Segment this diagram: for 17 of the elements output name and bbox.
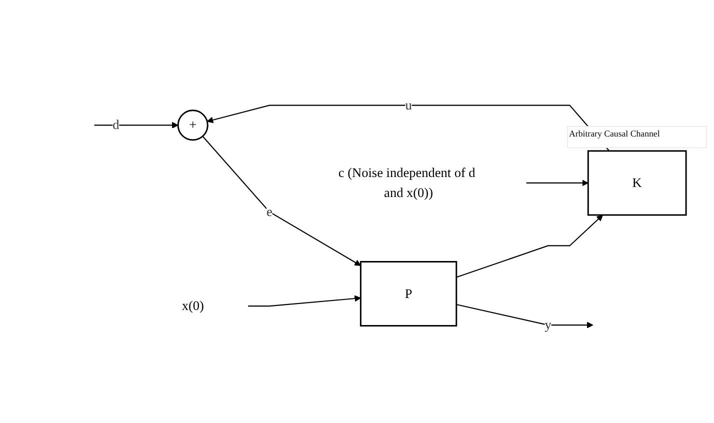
node-box: K xyxy=(587,150,687,216)
arrow xyxy=(526,180,588,186)
node-text: x(0) xyxy=(182,298,204,314)
arrow xyxy=(456,304,594,328)
node-text: c (Noise independent of d and x(0)) xyxy=(338,165,476,200)
arrow xyxy=(248,295,361,307)
arrow xyxy=(94,122,178,128)
edge-label: e xyxy=(266,204,272,219)
arrow xyxy=(206,104,610,152)
arrow xyxy=(456,214,604,278)
node-box: P xyxy=(360,261,458,327)
node-label: Arbitrary Causal Channel xyxy=(569,128,660,139)
edge-label: d xyxy=(112,117,120,132)
arrow xyxy=(202,136,361,266)
edge-label: u xyxy=(405,98,412,112)
edge-label: y xyxy=(544,317,552,332)
node-circle: + xyxy=(177,110,208,141)
